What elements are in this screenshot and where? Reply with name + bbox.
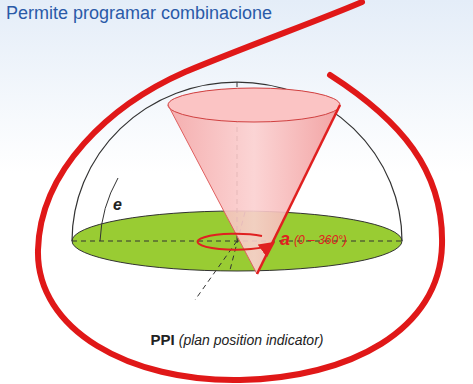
azimuth-label: a: [280, 230, 290, 250]
ppi-label: PPI: [151, 332, 175, 349]
beam-line: [257, 105, 340, 274]
cone-top: [168, 88, 340, 122]
rotation-arrow: [198, 234, 272, 250]
cross-out-loop: [38, 2, 442, 380]
bullet-text: Permite programar combinacione: [6, 4, 272, 24]
elevation-label: e: [113, 196, 122, 214]
azimuth-range: (0 – 360°): [294, 234, 347, 247]
axes: [72, 82, 402, 300]
ppi-description: (plan position indicator): [179, 333, 324, 348]
